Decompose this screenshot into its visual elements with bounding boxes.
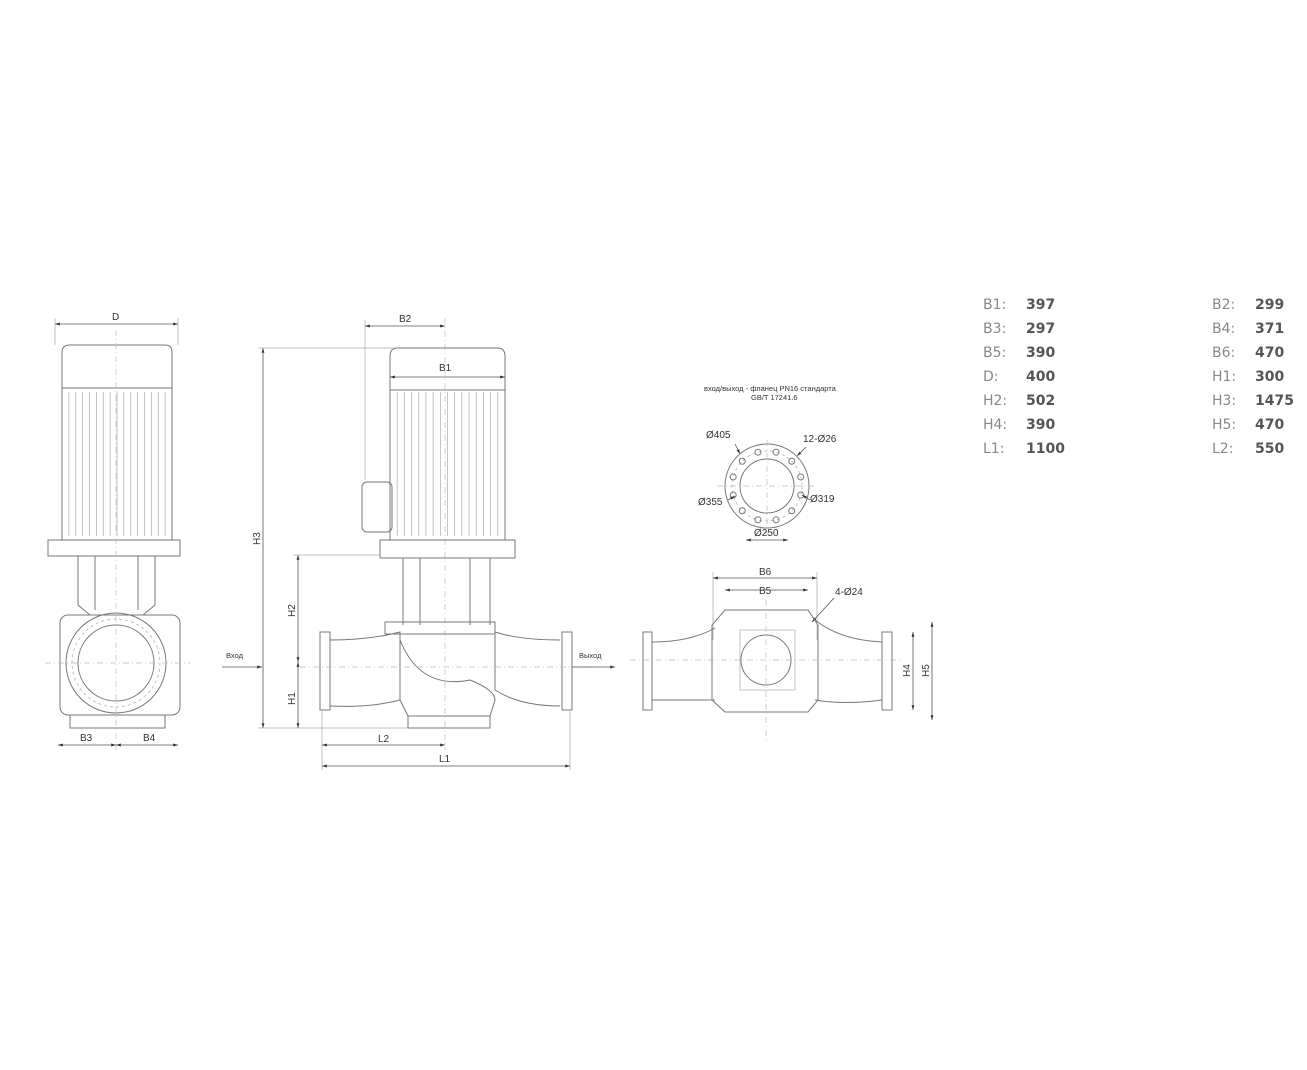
motor-fins <box>68 392 166 536</box>
dim-h3-label: H3 <box>252 532 263 545</box>
pump-body <box>711 609 819 713</box>
dim-h2-label: H2 <box>287 604 298 617</box>
bolt-hole <box>772 448 780 456</box>
spec-key: B2: <box>1212 297 1236 313</box>
bolt-hole <box>797 491 805 499</box>
pump-cover <box>384 621 496 635</box>
bolt-hole <box>754 448 762 456</box>
base-holes-label: 4-Ø24 <box>835 587 863 598</box>
spec-key: H5: <box>1212 417 1237 433</box>
bolt-hole <box>729 473 737 481</box>
bolt-hole <box>788 507 796 515</box>
dim-h1-label: H1 <box>287 692 298 705</box>
inlet-flange <box>642 631 653 711</box>
motor-flange <box>47 539 181 557</box>
motor-top <box>61 344 173 389</box>
dim-b3-label: B3 <box>80 733 93 744</box>
dim-b6-label: B6 <box>759 567 772 578</box>
lantern <box>402 558 491 625</box>
dim-l1-label: L1 <box>439 754 451 765</box>
dim-b5-label: B5 <box>759 586 772 597</box>
spec-key: H1: <box>1212 369 1237 385</box>
spec-value: 550 <box>1255 441 1285 457</box>
spec-value: 470 <box>1255 417 1285 433</box>
spec-value: 397 <box>1026 297 1056 313</box>
flange-holes-label: 12-Ø26 <box>803 434 837 445</box>
bracket <box>77 556 156 616</box>
flange-d405-label: Ø405 <box>706 430 731 441</box>
spec-value: 400 <box>1026 369 1056 385</box>
dim-l2-label: L2 <box>378 734 390 745</box>
bolt-hole <box>772 516 780 524</box>
flange-d250-label: Ø250 <box>754 528 779 539</box>
pump-base <box>69 714 166 729</box>
bolt-holes <box>729 448 805 524</box>
flange-note-line2: GB/T 17241.6 <box>751 393 798 402</box>
spec-key: B4: <box>1212 321 1236 337</box>
side-view: D B3 B4 <box>45 312 190 750</box>
spec-key: H2: <box>983 393 1008 409</box>
spec-value: 1475 <box>1255 393 1294 409</box>
dim-b1-label: B1 <box>439 363 452 374</box>
spec-value: 390 <box>1026 345 1056 361</box>
spec-key: H3: <box>1212 393 1237 409</box>
pump-base <box>407 715 491 729</box>
spec-key: D: <box>983 369 999 385</box>
bolt-hole <box>738 457 746 465</box>
spec-key: H4: <box>983 417 1008 433</box>
spec-value: 390 <box>1026 417 1056 433</box>
dim-b4-label: B4 <box>143 733 156 744</box>
spec-key: B1: <box>983 297 1007 313</box>
spec-key: L2: <box>1212 441 1234 457</box>
bolt-hole <box>797 473 805 481</box>
inlet-label: Вход <box>226 651 244 660</box>
spec-value: 502 <box>1026 393 1056 409</box>
spec-key: B3: <box>983 321 1007 337</box>
spec-value: 1100 <box>1026 441 1065 457</box>
flange-d319-label: Ø319 <box>810 494 835 505</box>
front-view: B2 H3 B1 H2 H1 Вход Выход L2 L1 <box>222 314 615 770</box>
flange-d355-label: Ø355 <box>698 497 723 508</box>
spec-value: 297 <box>1026 321 1056 337</box>
flange-note-line1: вход/выход - фланец PN16 стандарта <box>704 384 837 393</box>
spec-key: L1: <box>983 441 1005 457</box>
bolt-hole <box>738 507 746 515</box>
spec-value: 371 <box>1255 321 1285 337</box>
spec-value: 299 <box>1255 297 1285 313</box>
outlet-label: Выход <box>579 651 602 660</box>
inlet-flange <box>319 631 331 711</box>
pump-volute <box>329 631 561 707</box>
bolt-hole <box>788 457 796 465</box>
motor-top <box>389 347 506 391</box>
top-view: B6 B5 4-Ø24 H4 H5 <box>630 567 934 740</box>
dim-b2-label: B2 <box>399 314 412 325</box>
spec-key: B5: <box>983 345 1007 361</box>
dim-h5-label: H5 <box>921 664 932 677</box>
outlet-flange <box>561 631 573 711</box>
dim-h4-label: H4 <box>902 664 913 677</box>
dim-d-label: D <box>112 312 119 323</box>
spec-key: B6: <box>1212 345 1236 361</box>
terminal-box <box>361 481 393 533</box>
outlet-flange <box>881 631 893 711</box>
spec-value: 470 <box>1255 345 1285 361</box>
bolt-hole <box>754 516 762 524</box>
spec-value: 300 <box>1255 369 1285 385</box>
motor-flange <box>379 539 516 559</box>
flange-detail: вход/выход - фланец PN16 стандарта GB/T … <box>698 384 837 542</box>
motor-fins <box>396 392 499 536</box>
